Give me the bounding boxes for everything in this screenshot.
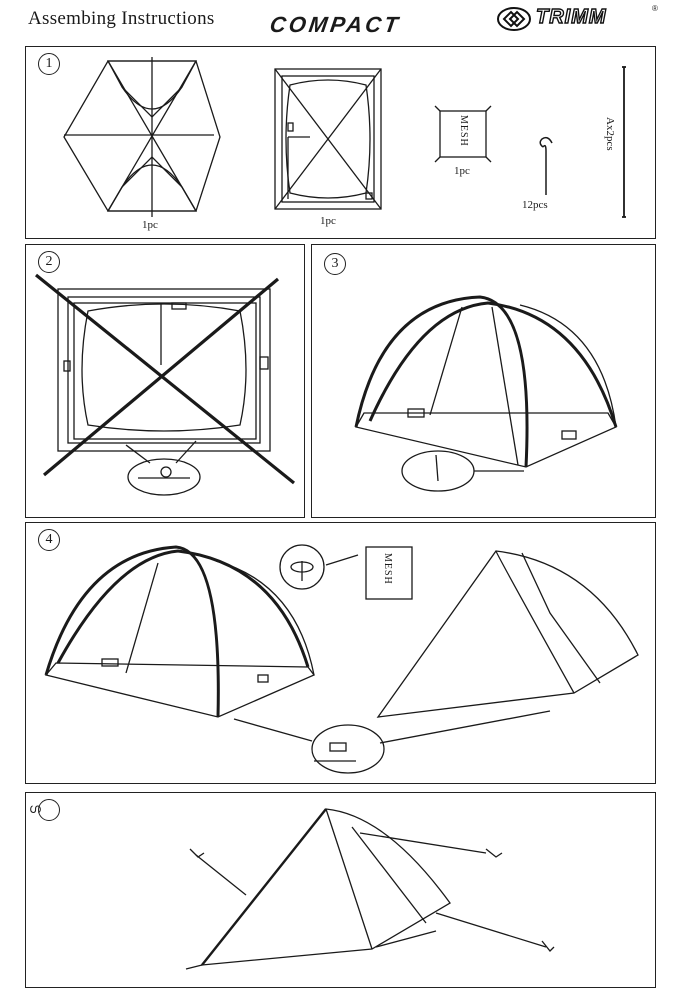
step-4-panel: 4 MESH (25, 522, 656, 784)
brand-logo: TRIMM ® (492, 4, 660, 34)
guying-out-illustration (185, 808, 555, 970)
pole-drawing (622, 66, 626, 218)
inner-tent-drawing (274, 68, 382, 210)
mesh-bag-label: MESH (382, 553, 393, 585)
step-2-panel: 2 (25, 244, 305, 518)
step-number: 1 (38, 53, 60, 75)
peg-drawing (539, 136, 553, 195)
step-5-corner-mark: ഗ (29, 801, 41, 816)
flysheet-qty: 1pc (142, 219, 158, 231)
model-name: COMPACT (268, 12, 403, 37)
step-1-panel: 1 (25, 46, 656, 239)
step-3-panel: 3 (311, 244, 656, 518)
brand-name: TRIMM (535, 5, 607, 28)
mesh-bag-label: MESH (458, 115, 469, 147)
inner-tent-qty: 1pc (320, 215, 336, 227)
step-number: 3 (324, 253, 346, 275)
flysheet-attach-illustration (44, 544, 639, 774)
parts-illustration (63, 57, 626, 218)
mesh-bag-qty: 1pc (454, 165, 470, 177)
step-number (38, 799, 60, 821)
step-number: 2 (38, 251, 60, 273)
step-number: 4 (38, 529, 60, 551)
poles-qty: Ax2pcs (604, 117, 616, 151)
document-title: Assembing Instructions (28, 8, 215, 29)
header: Assembing Instructions COMPACT TRIMM ® (0, 0, 682, 44)
registered-mark: ® (652, 4, 658, 13)
step-5-panel: ഗ (25, 792, 656, 988)
mesh-bag-drawing (434, 105, 492, 163)
pegs-qty: 12pcs (522, 199, 548, 211)
pitching-illustration (354, 295, 618, 492)
inner-tent-pole-illustration (34, 273, 296, 496)
flysheet-drawing (63, 57, 221, 217)
trimm-logo-icon (497, 7, 531, 31)
